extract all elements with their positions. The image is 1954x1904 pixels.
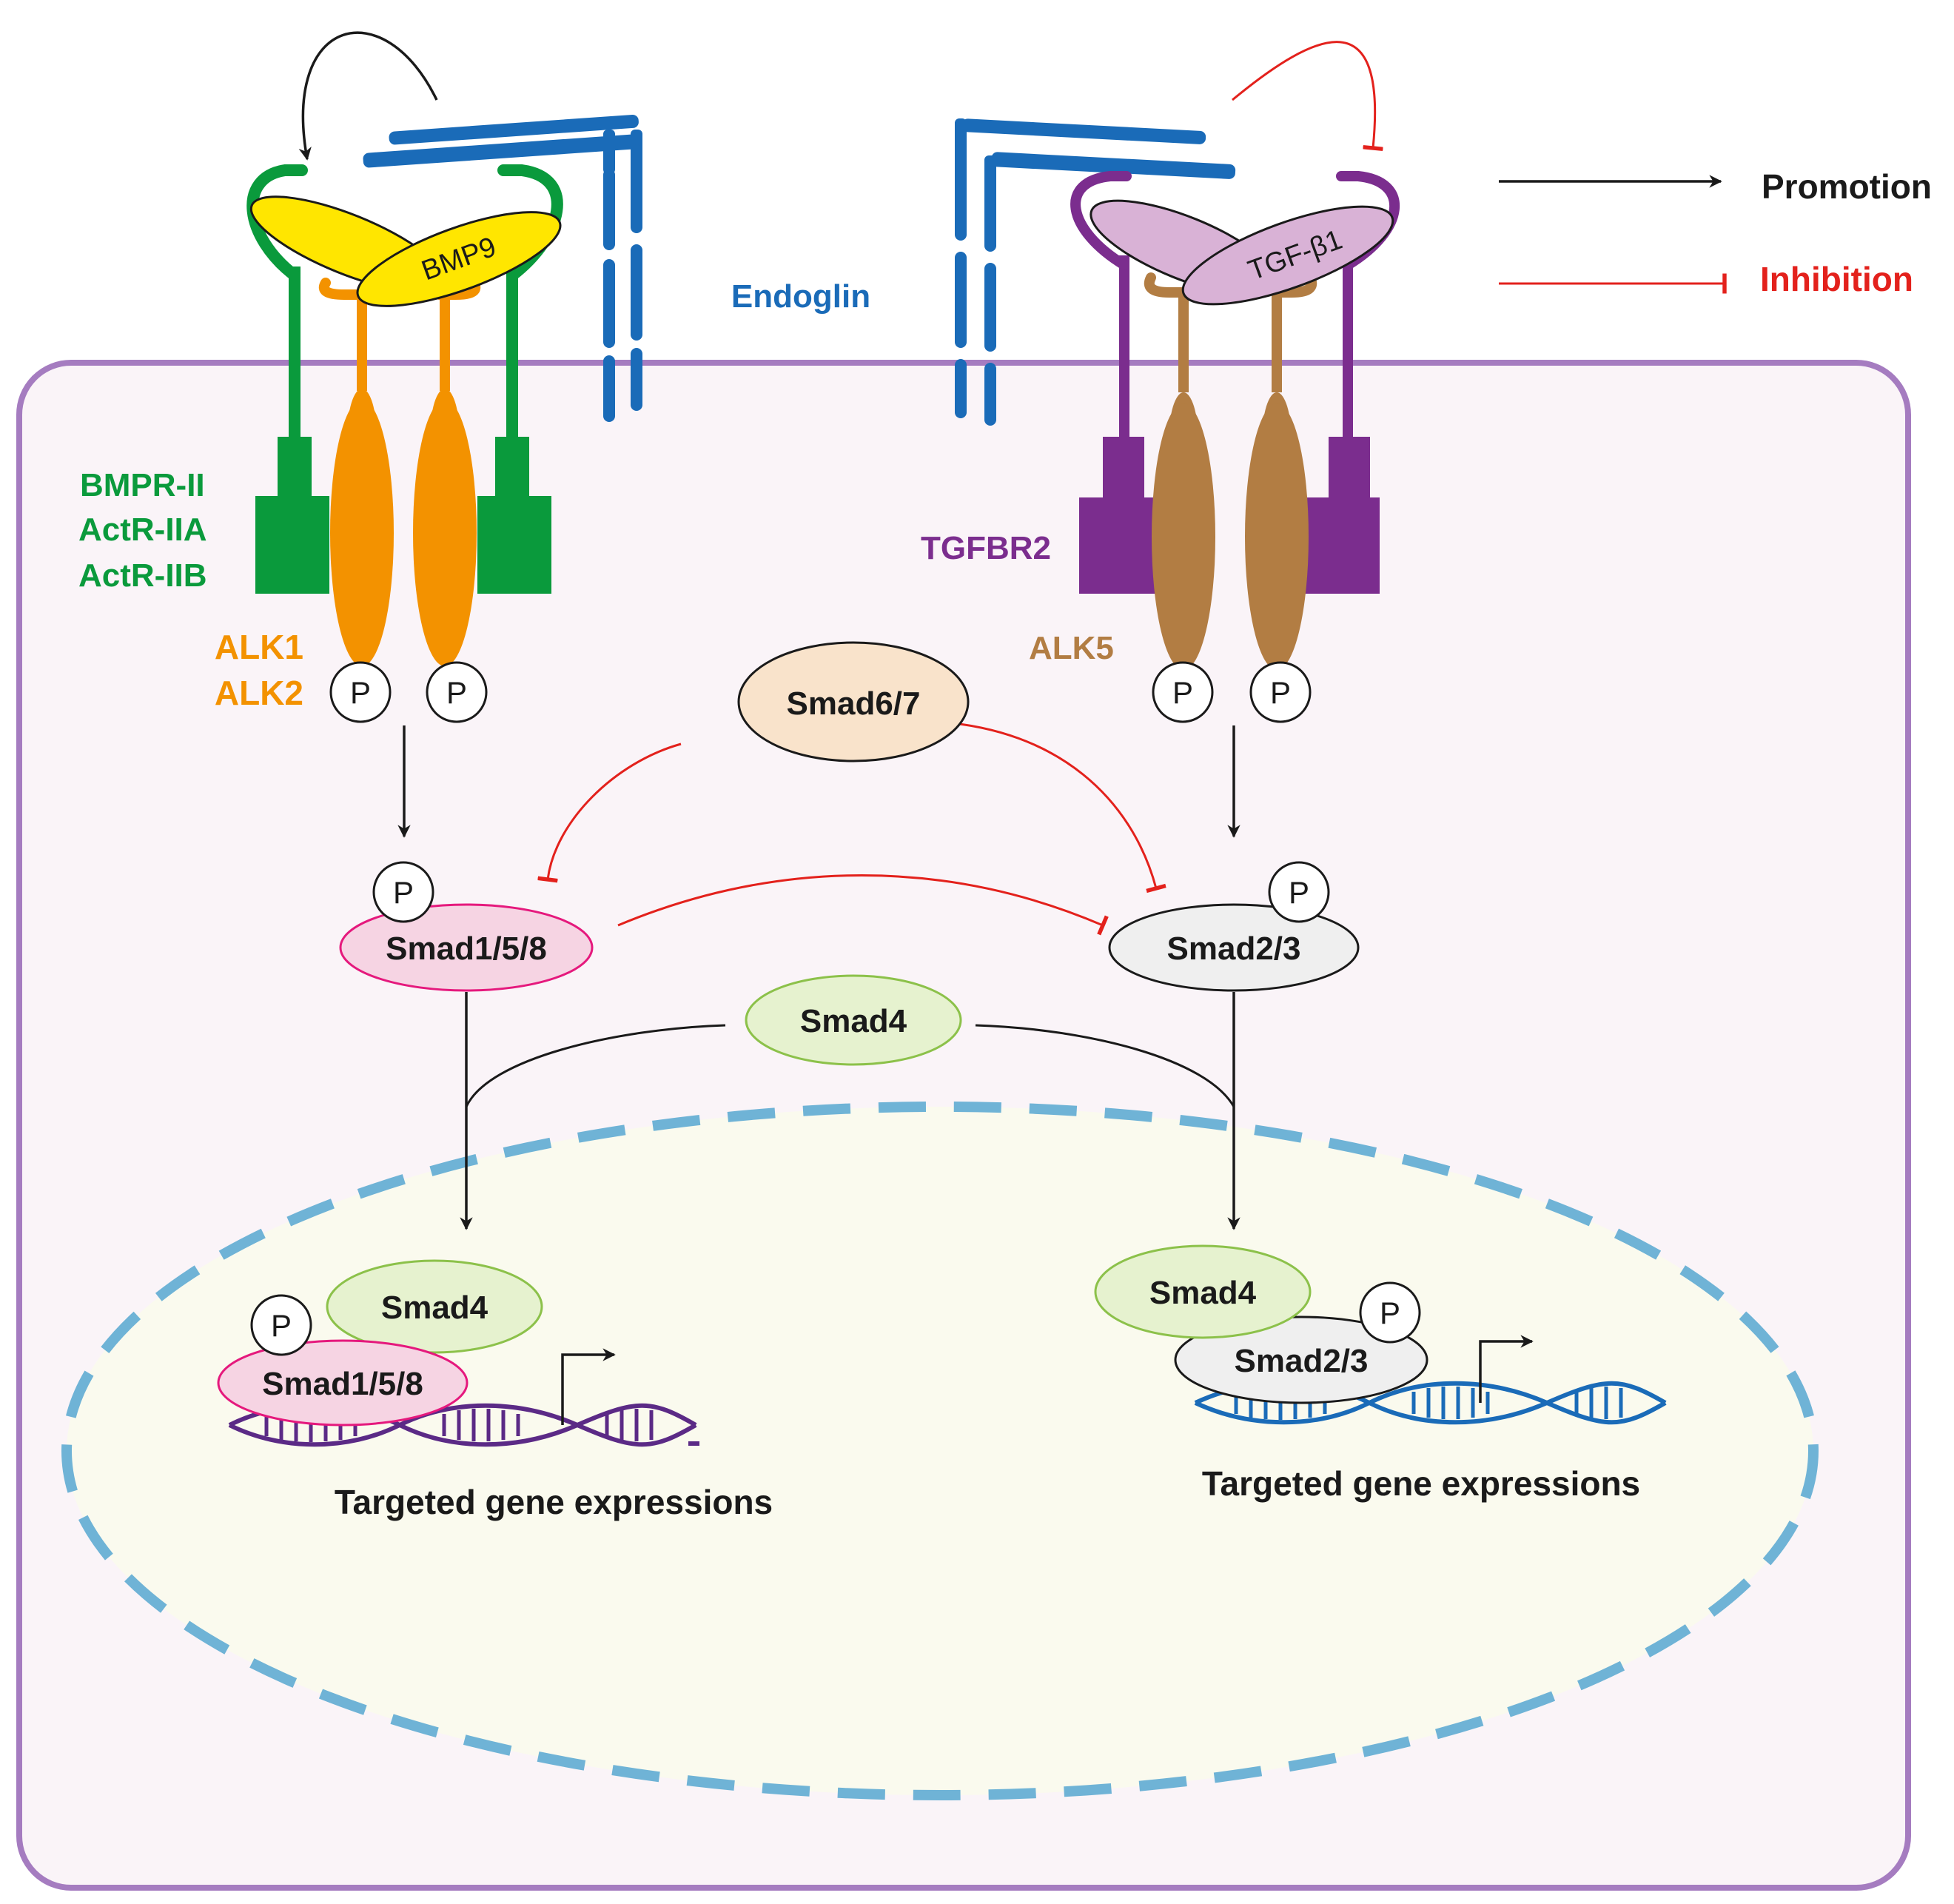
smad67-inhibits-smad158 xyxy=(537,743,682,883)
tgfbr2-receptor-right xyxy=(1304,171,1400,594)
svg-text:P: P xyxy=(446,675,467,710)
smad158-inhibits-smad23 xyxy=(617,874,1109,936)
alk2-receptor xyxy=(413,278,481,666)
phospho-smad23 xyxy=(1268,861,1330,923)
phospho-alk1: P xyxy=(329,661,392,723)
smad67-node: Smad6/7 xyxy=(737,641,970,762)
nucleus-right-phospho: P xyxy=(1359,1281,1421,1344)
svg-text:P: P xyxy=(1270,675,1291,710)
actr-iib-label: ActR-IIB xyxy=(78,557,207,594)
bmp9-promotion-arrow xyxy=(298,31,438,161)
smad4-node: Smad4 xyxy=(745,974,962,1066)
tgfb1-ligand-front xyxy=(1181,205,1394,306)
tss-arrow-right xyxy=(1479,1335,1534,1403)
legend: Promotion Inhibition xyxy=(1499,167,1932,298)
alk2-label: ALK2 xyxy=(215,674,303,712)
svg-text:Smad1/5/8: Smad1/5/8 xyxy=(386,931,547,967)
phospho-smad158 xyxy=(372,861,434,923)
right-targeted-gene-caption: Targeted gene expressions xyxy=(1202,1464,1640,1503)
svg-text:P: P xyxy=(350,675,371,710)
alk1-label: ALK1 xyxy=(215,628,303,666)
svg-text:Smad2/3: Smad2/3 xyxy=(1235,1343,1369,1379)
svg-text:Smad1/5/8: Smad1/5/8 xyxy=(262,1366,423,1402)
tgfb-receptor-complex: TGF-β1 P P xyxy=(1070,171,1400,723)
nucleus-right-smad23: Smad2/3 xyxy=(1174,1315,1428,1404)
bmp-receptor-complex: BMP9 P P xyxy=(246,164,563,723)
nucleus-left-phospho: P xyxy=(250,1294,312,1356)
endoglin-label: Endoglin xyxy=(731,278,870,315)
alk5-receptor-left xyxy=(1144,272,1215,670)
smad4-to-left-path xyxy=(465,1024,726,1107)
endoglin-left xyxy=(363,114,642,422)
svg-text:Smad2/3: Smad2/3 xyxy=(1167,931,1301,967)
smad23-node: Smad2/3 P xyxy=(1108,861,1360,992)
tgfbr2-receptor-left xyxy=(1070,171,1161,594)
legend-inhibition-label: Inhibition xyxy=(1760,260,1913,298)
svg-text:P: P xyxy=(1380,1295,1400,1330)
svg-text:P: P xyxy=(1172,675,1193,710)
legend-promotion-label: Promotion xyxy=(1762,167,1932,206)
smad4-to-right-path xyxy=(975,1024,1235,1107)
svg-text:P: P xyxy=(1289,875,1309,910)
svg-text:Smad6/7: Smad6/7 xyxy=(787,685,921,722)
alk1-receptor xyxy=(318,278,394,666)
bmp9-ligand-front xyxy=(356,211,562,307)
nucleus-right-smad4: Smad4 xyxy=(1094,1244,1312,1339)
actr-iia-label: ActR-IIA xyxy=(78,512,207,548)
bmpr-ii-label: BMPR-II xyxy=(80,467,205,503)
phospho-alk2: P xyxy=(426,661,488,723)
tgfbr2-label: TGFBR2 xyxy=(921,530,1051,566)
svg-text:P: P xyxy=(271,1308,292,1343)
nucleus-left-smad158: Smad1/5/8 xyxy=(217,1339,469,1427)
bmpr-ii-receptor-right xyxy=(477,164,563,594)
svg-text:Smad4: Smad4 xyxy=(381,1290,488,1326)
svg-text:Smad4: Smad4 xyxy=(800,1003,907,1039)
alk5-receptor-right xyxy=(1245,272,1317,670)
smad67-inhibits-smad23 xyxy=(936,720,1166,894)
tss-arrow-left xyxy=(561,1348,616,1425)
phospho-alk5-right: P xyxy=(1249,661,1312,723)
smad158-node: Smad1/5/8 P xyxy=(339,861,594,992)
svg-text:P: P xyxy=(393,875,414,910)
nucleus-left-smad4: Smad4 xyxy=(326,1259,543,1354)
endoglin-right xyxy=(955,118,1236,426)
nucleus-envelope xyxy=(61,1102,1819,1800)
phospho-alk5-left: P xyxy=(1152,661,1214,723)
tgfb1-inhibition-line xyxy=(1232,41,1383,152)
svg-text:Smad4: Smad4 xyxy=(1149,1275,1257,1311)
left-targeted-gene-caption: Targeted gene expressions xyxy=(335,1483,773,1521)
alk5-label: ALK5 xyxy=(1029,630,1114,666)
